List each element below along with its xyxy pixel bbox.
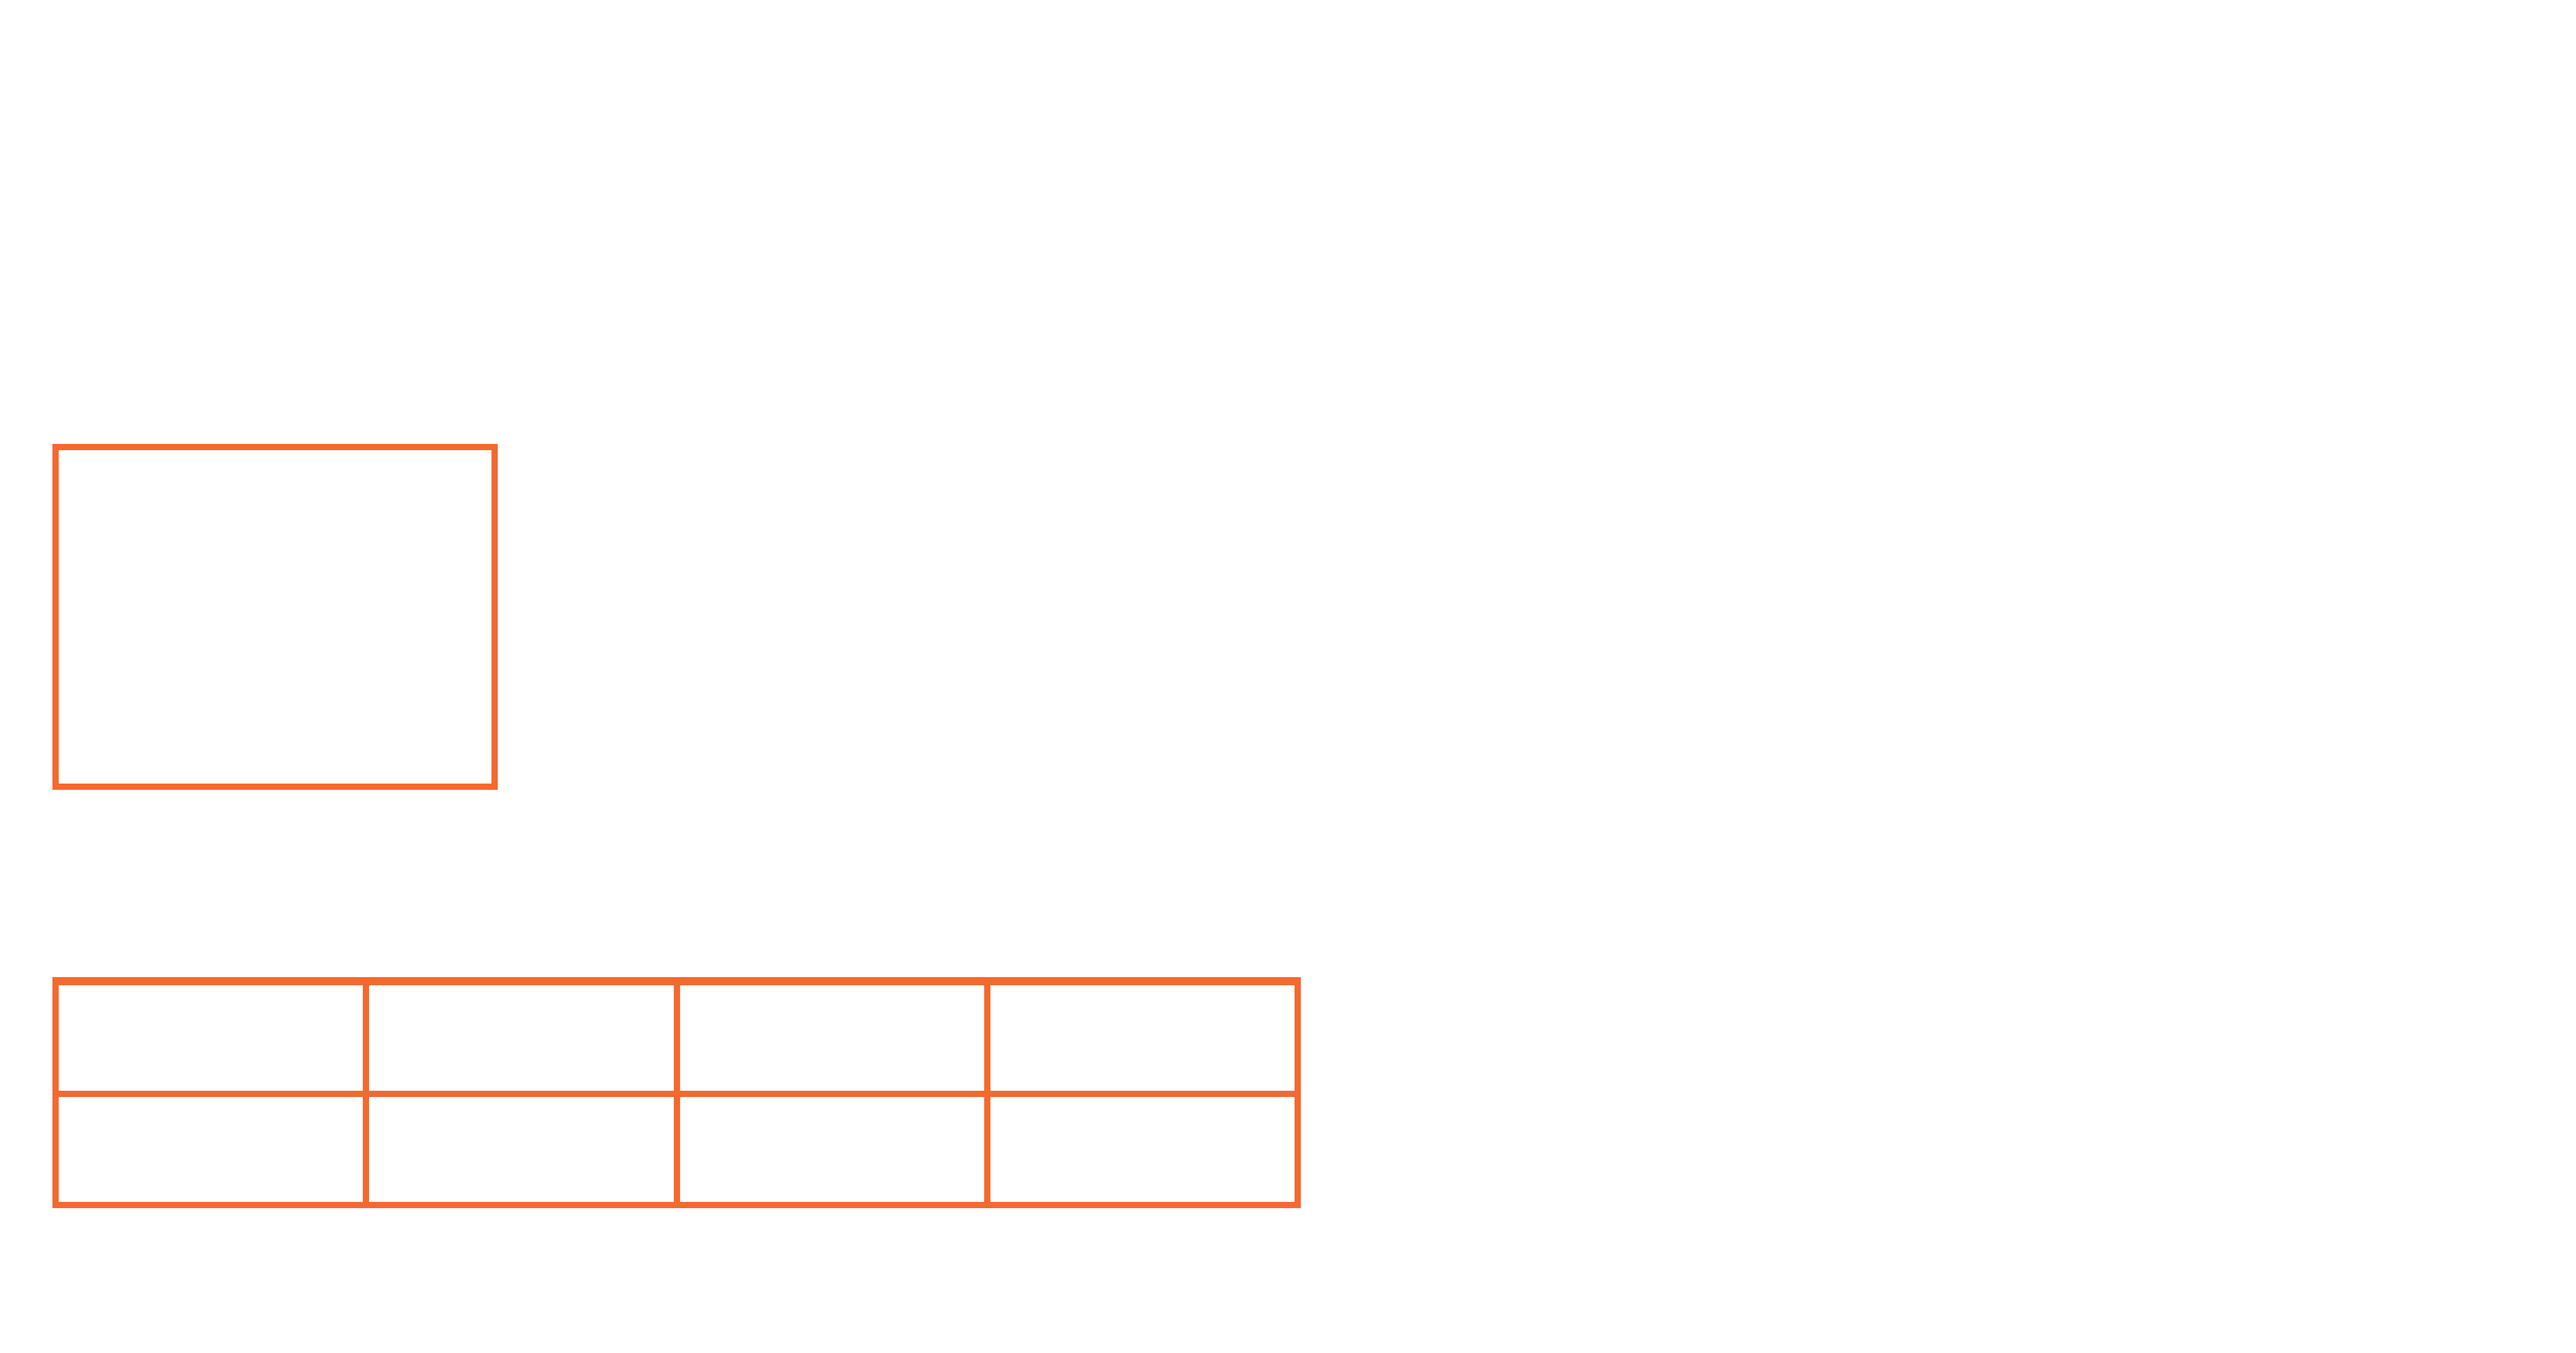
grid-cell — [369, 985, 674, 1091]
grid-cell — [369, 1096, 674, 1202]
empty-grid-table — [52, 977, 1301, 1208]
grid-cell — [990, 985, 1295, 1091]
grid-cell — [679, 1096, 984, 1202]
grid-cell — [679, 985, 984, 1091]
empty-rectangle — [52, 444, 498, 790]
grid-cell — [990, 1096, 1295, 1202]
grid-cell — [59, 985, 363, 1091]
grid-cell — [59, 1096, 363, 1202]
